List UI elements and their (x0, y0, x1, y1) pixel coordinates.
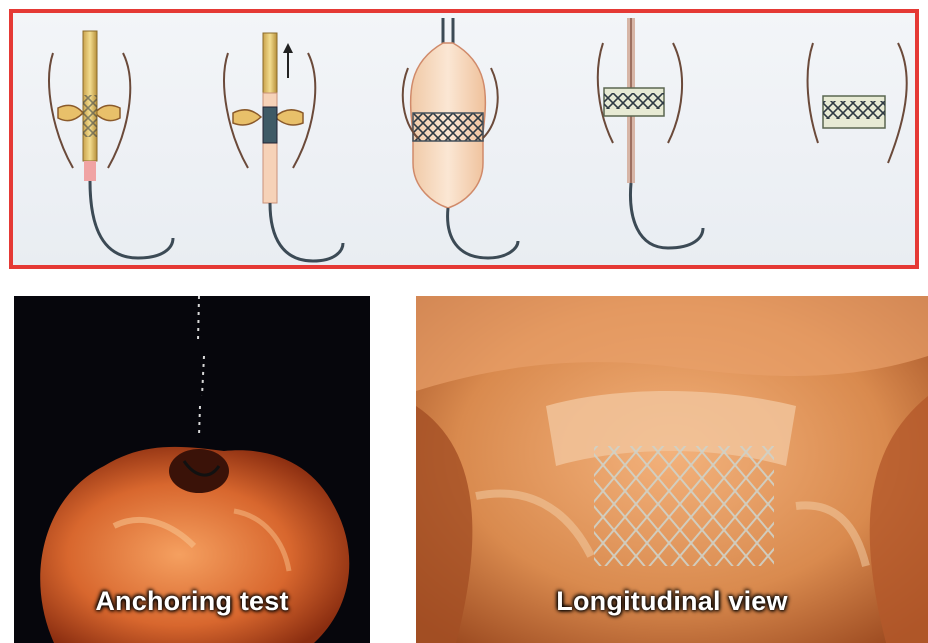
procedure-illustration-panel (9, 9, 919, 269)
anchoring-test-caption: Anchoring test (14, 586, 370, 617)
step-1-illustration (49, 31, 173, 258)
step-5-illustration (808, 43, 907, 163)
procedure-steps-svg (13, 13, 915, 265)
step-4-illustration (598, 18, 703, 248)
longitudinal-view-photo: Longitudinal view (416, 296, 928, 643)
step-3-illustration (403, 18, 518, 258)
anchoring-test-photo: Anchoring test (14, 296, 370, 643)
longitudinal-view-caption: Longitudinal view (416, 586, 928, 617)
step-2-illustration (224, 33, 343, 261)
